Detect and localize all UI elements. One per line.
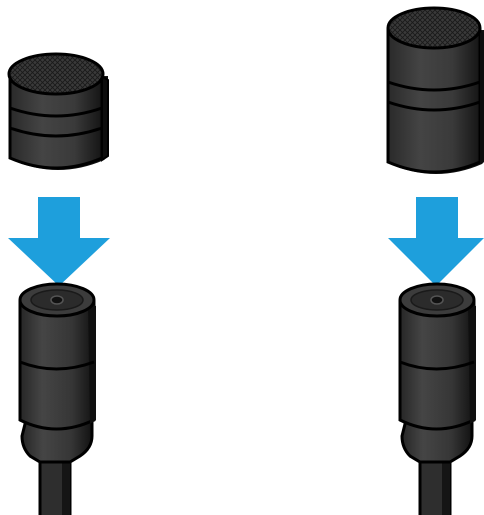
short-windscreen-cap-icon [7,52,109,170]
right-panel [386,6,484,515]
lavalier-microphone-icon [18,282,96,515]
tall-windscreen-cap-icon [386,6,484,174]
lavalier-microphone-icon [398,282,476,515]
down-arrow-icon [8,197,110,286]
down-arrow-icon [388,197,484,286]
left-panel [7,52,110,515]
